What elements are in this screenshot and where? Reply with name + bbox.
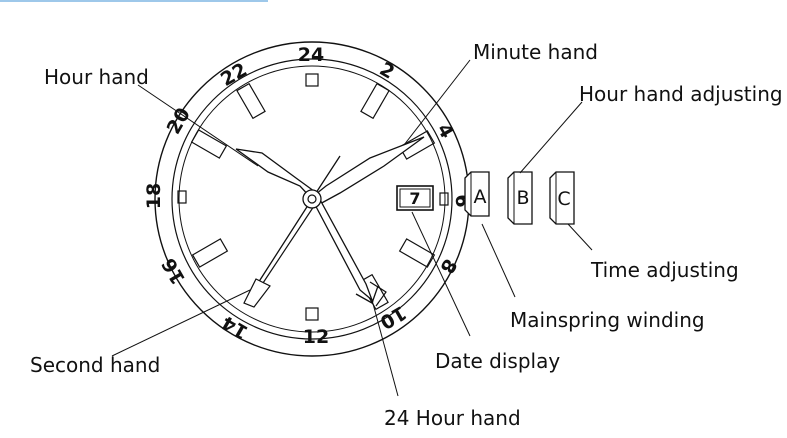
- crown-position-a: A: [464, 171, 490, 217]
- date-display-value: 7: [409, 189, 420, 208]
- hour-marker-6: [191, 238, 229, 268]
- label-second-hand: Second hand: [30, 353, 160, 377]
- bezel-number-18: 18: [143, 183, 165, 209]
- center-pinion-inner: [307, 194, 317, 204]
- dial-edge: [178, 65, 446, 333]
- crown-position-c: C: [549, 171, 575, 225]
- bezel-inner-ring: [171, 58, 453, 340]
- label-hour-hand-adjusting: Hour hand adjusting: [579, 82, 783, 106]
- bezel-number-12: 12: [303, 326, 329, 348]
- hour-marker-1: [236, 82, 266, 120]
- second-hand-shaft-b: [262, 202, 317, 284]
- hour24-hand-arrow: [355, 285, 379, 304]
- leader-24-hour-hand: [371, 299, 399, 397]
- square-marker-top: [305, 73, 319, 87]
- leader-hour-hand-adjusting: [519, 101, 583, 174]
- label-24-hour-hand: 24 Hour hand: [384, 406, 521, 430]
- bezel-number-14: 14: [218, 311, 252, 343]
- minute-hand: [304, 136, 425, 206]
- label-time-adjusting: Time adjusting: [590, 258, 739, 282]
- bezel-number-2: 2: [376, 58, 398, 84]
- square-marker-right: [439, 192, 449, 206]
- hour-marker-7: [190, 129, 228, 159]
- square-marker-bottom: [305, 307, 319, 321]
- date-window: [396, 185, 434, 211]
- hour-hand: [235, 148, 320, 200]
- crown-position-b: B: [507, 171, 533, 225]
- hour-marker-2: [360, 82, 390, 120]
- hour24-hand: [311, 195, 374, 303]
- crown-label-b: B: [516, 187, 529, 209]
- hour24-hand-tail: [369, 281, 387, 307]
- bezel-number-20: 20: [163, 104, 195, 138]
- label-minute-hand: Minute hand: [473, 40, 598, 64]
- leader-mainspring-winding: [481, 223, 516, 298]
- crown-label-a: A: [474, 186, 487, 208]
- leader-second-hand: [111, 289, 251, 357]
- hour-marker-4: [398, 238, 436, 268]
- label-hour-hand: Hour hand: [44, 65, 149, 89]
- crown-label-c: C: [557, 188, 570, 210]
- second-hand-tip: [243, 278, 271, 308]
- bezel-number-4: 4: [432, 120, 458, 142]
- leader-time-adjusting: [567, 223, 593, 251]
- label-date-display: Date display: [435, 349, 560, 373]
- label-mainspring-winding: Mainspring winding: [510, 308, 705, 332]
- leader-hour-hand: [137, 84, 259, 167]
- date-window-inner: [399, 188, 431, 208]
- hour-marker-3: [398, 130, 436, 160]
- square-marker-left: [177, 190, 187, 204]
- leader-date-display: [411, 211, 471, 337]
- bezel-number-24: 24: [298, 44, 324, 66]
- leader-minute-hand: [403, 59, 471, 146]
- top-accent-bar: [0, 0, 268, 2]
